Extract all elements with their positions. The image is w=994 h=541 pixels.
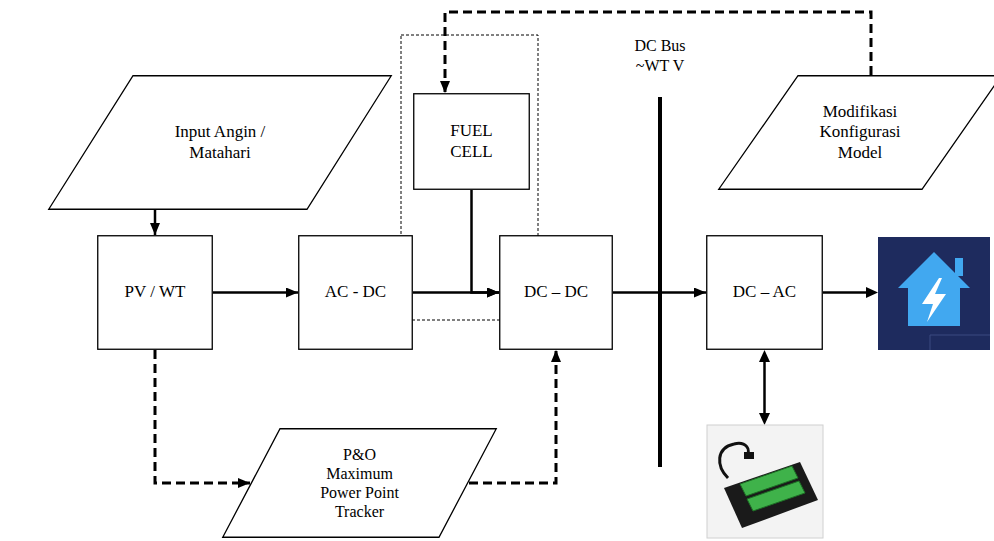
node-text: DC – DC	[524, 282, 588, 302]
power-arrow	[213, 291, 298, 294]
node-outline	[222, 428, 497, 538]
parallelogram-shape	[719, 76, 994, 190]
battery-cell	[747, 481, 805, 511]
box-shape	[98, 236, 213, 350]
control-arrow	[469, 350, 556, 483]
icon-ground	[878, 237, 990, 350]
box-shape	[414, 94, 530, 190]
output-wire	[823, 291, 868, 294]
house-icon	[878, 237, 990, 350]
node-text: FUEL CELL	[437, 121, 507, 162]
charger-body	[724, 462, 818, 528]
node-text: DC – AC	[733, 282, 796, 302]
node-text: PV / WT	[125, 282, 186, 302]
text-group: DC – AC	[733, 282, 796, 302]
node-text: Modifikasi Konfigurasi Model	[810, 102, 910, 163]
node-text: Input Angin / Matahari	[145, 122, 295, 163]
power-arrow	[613, 291, 706, 294]
text-group: P&O Maximum Power Point Tracker	[310, 445, 410, 522]
control-arrow	[155, 350, 250, 483]
battery-picture	[707, 425, 823, 538]
power-arrow	[472, 190, 500, 293]
icon-line	[930, 335, 931, 350]
text-group: DC – DC	[524, 282, 588, 302]
input-parallelogram: Modifikasi Konfigurasi Model	[718, 75, 994, 190]
parallelogram-shape	[223, 429, 497, 538]
input-parallelogram: Input Angin / Matahari	[48, 75, 392, 210]
box-shape	[299, 236, 413, 350]
parallelogram-shape	[49, 76, 392, 210]
house-shape	[898, 252, 970, 326]
lightning-bolt	[922, 278, 946, 322]
power-arrow	[154, 210, 157, 235]
text-group: FUEL CELL	[437, 121, 507, 162]
charger-plug	[744, 452, 754, 459]
process-box: FUEL CELL	[413, 93, 530, 190]
charger-cable	[720, 443, 749, 478]
bus-label: DC Bus ~WT V	[625, 36, 695, 76]
input-parallelogram: P&O Maximum Power Point Tracker	[222, 428, 497, 538]
box-shape	[500, 236, 613, 350]
process-box: DC – AC	[706, 235, 823, 350]
arrow-head	[866, 287, 878, 298]
process-box: AC - DC	[298, 235, 413, 350]
process-box: PV / WT	[97, 235, 213, 350]
dc-bus-bar	[658, 97, 662, 467]
picture-ground	[707, 425, 823, 538]
text-group: Modifikasi Konfigurasi Model	[810, 102, 910, 163]
text-group: Input Angin / Matahari	[145, 122, 295, 163]
arrow-head	[759, 350, 770, 362]
house-chimney	[955, 258, 963, 276]
icon-line	[930, 335, 990, 336]
text-group: AC - DC	[325, 282, 386, 302]
box-shape	[707, 236, 823, 350]
battery-wire	[763, 360, 766, 415]
node-text: AC - DC	[325, 282, 386, 302]
process-box: DC – DC	[499, 235, 613, 350]
node-text: P&O Maximum Power Point Tracker	[310, 445, 410, 522]
text-group: PV / WT	[125, 282, 186, 302]
arrow-head	[759, 413, 770, 425]
